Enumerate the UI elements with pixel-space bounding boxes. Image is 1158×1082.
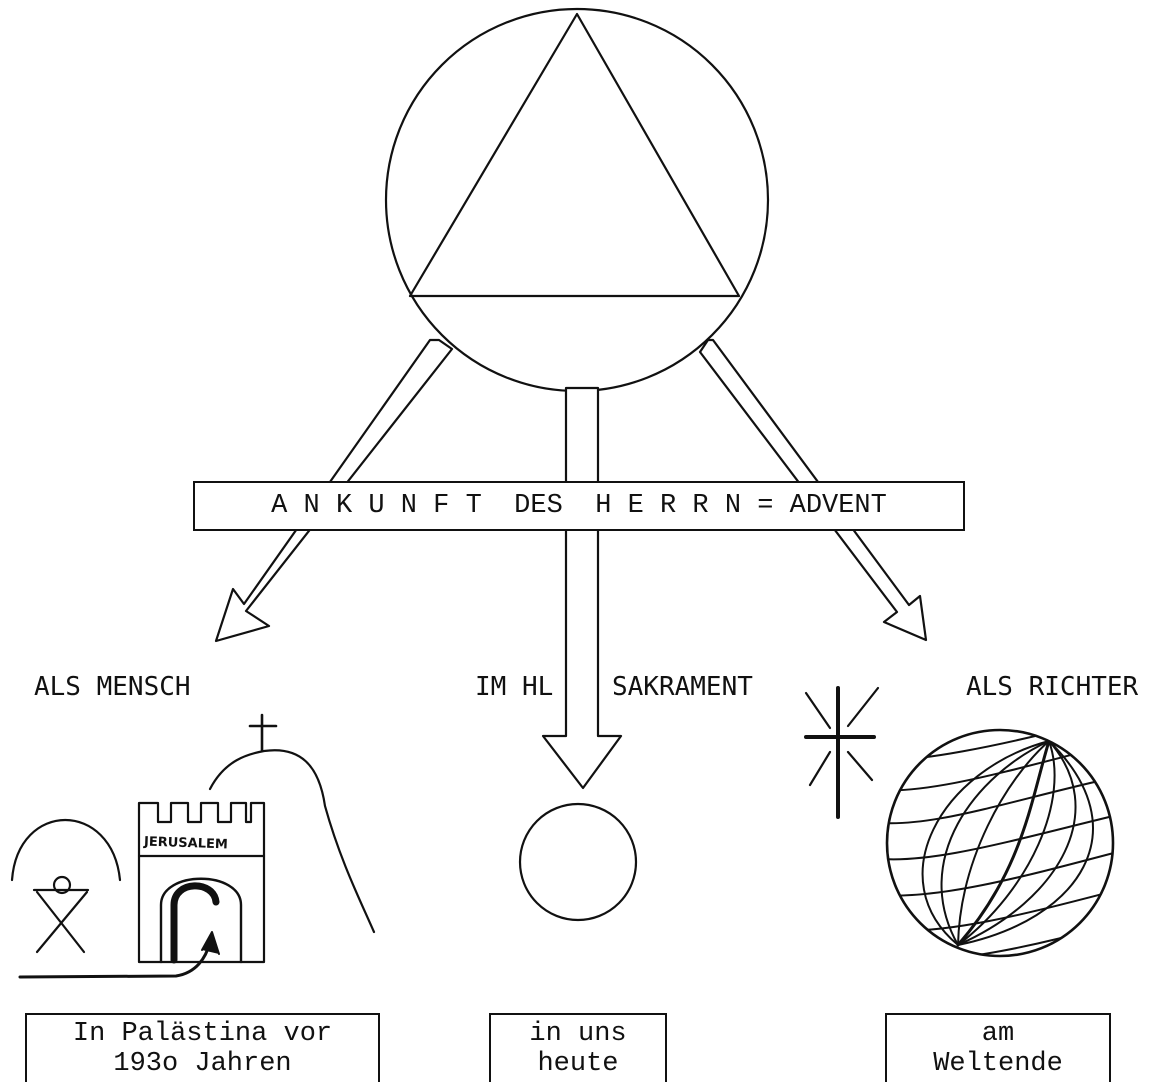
box-middle: in uns heute — [489, 1013, 667, 1082]
advent-banner: A N K U N F T DES H E R R N = ADVENT — [193, 481, 965, 531]
advent-banner-text: A N K U N F T DES H E R R N = ADVENT — [271, 491, 887, 521]
path-arrow — [20, 932, 219, 977]
label-als-mensch: ALS MENSCH — [34, 672, 191, 702]
box-right-line1: am — [887, 1019, 1109, 1049]
box-middle-line2: heute — [491, 1049, 665, 1079]
label-sakrament: SAKRAMENT — [612, 672, 753, 702]
arrow-middle — [543, 388, 621, 788]
box-left-line1: In Palästina vor — [27, 1019, 378, 1049]
box-left-line2: 193o Jahren — [27, 1049, 378, 1079]
host-circle-icon — [520, 804, 636, 920]
box-middle-line1: in uns — [491, 1019, 665, 1049]
manger-icon — [12, 820, 120, 952]
box-left: In Palästina vor 193o Jahren — [25, 1013, 380, 1082]
box-right: am Weltende — [885, 1013, 1111, 1082]
hill-cross-icon — [210, 715, 374, 932]
label-als-richter: ALS RICHTER — [966, 672, 1138, 702]
box-right-line2: Weltende — [887, 1049, 1109, 1079]
trinity-circle-triangle-icon — [386, 9, 768, 391]
label-im-hl: IM HL — [475, 672, 553, 702]
radiant-cross-icon — [806, 688, 878, 817]
city-name-label: JERUSALEM — [144, 835, 228, 853]
globe-icon — [870, 730, 1130, 962]
city-gate-icon — [139, 803, 264, 962]
